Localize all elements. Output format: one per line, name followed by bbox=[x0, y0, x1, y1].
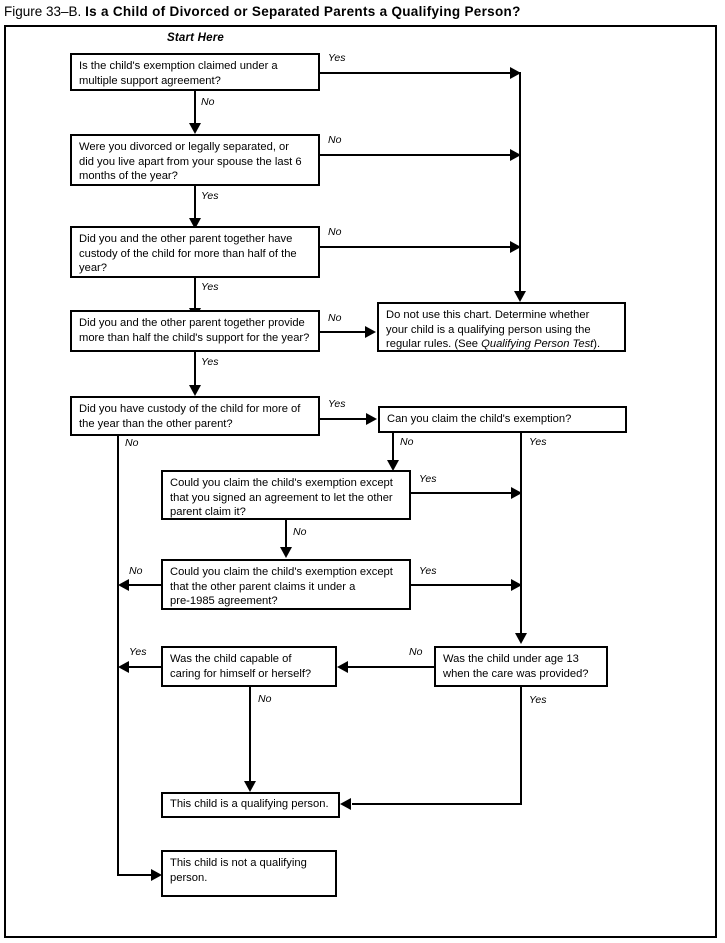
edge-label-yes-4: Yes bbox=[200, 356, 220, 368]
edge-label-no-8: No bbox=[128, 565, 144, 577]
edge-label-no-7: No bbox=[292, 526, 308, 538]
start-here-label: Start Here bbox=[167, 32, 224, 44]
edge-multiple-support-yes-h bbox=[320, 72, 512, 74]
arrowhead-divorced-no bbox=[510, 149, 521, 161]
arrowhead-signed-agreement-yes bbox=[511, 487, 522, 499]
edge-label-yes-7: Yes bbox=[418, 473, 438, 485]
edge-capable-no-v bbox=[249, 687, 251, 784]
arrowhead-age-13-no bbox=[337, 661, 348, 673]
node-can-claim-exemption-text: Can you claim the child's exemption? bbox=[387, 413, 572, 425]
arrowhead-pre-1985-no bbox=[118, 579, 129, 591]
edge-label-no-5: No bbox=[124, 437, 140, 449]
node-capable-of-caring: Was the child capable of caring for hims… bbox=[161, 646, 337, 687]
edge-label-yes-1: Yes bbox=[327, 52, 347, 64]
figure-number: Figure 33–B. bbox=[4, 4, 82, 19]
left-rail-to-not-qualifying-h bbox=[117, 874, 153, 876]
edge-pre-1985-no-h bbox=[128, 584, 161, 586]
edge-divorced-yes-v bbox=[194, 186, 196, 220]
arrowhead-multiple-support-yes bbox=[510, 67, 521, 79]
arrowhead-age-13-top bbox=[515, 633, 527, 644]
edge-label-yes-10: Yes bbox=[528, 694, 548, 706]
node-under-age-13: Was the child under age 13 when the care… bbox=[434, 646, 608, 687]
node-pre-1985-agreement: Could you claim the child's exemption ex… bbox=[161, 559, 411, 610]
edge-label-no-3: No bbox=[327, 226, 343, 238]
arrowhead-pre-1985-yes bbox=[511, 579, 522, 591]
edge-capable-yes-h bbox=[128, 666, 161, 668]
edge-joint-custody-no-h bbox=[320, 246, 512, 248]
edge-label-yes-3: Yes bbox=[200, 281, 220, 293]
node-more-custody: Did you have custody of the child for mo… bbox=[70, 396, 320, 436]
arrowhead-not-qualifying bbox=[151, 869, 162, 881]
edge-label-yes-9: Yes bbox=[128, 646, 148, 658]
node-do-not-use-line1: Do not use this chart. Determine whether bbox=[386, 309, 590, 321]
node-do-not-use-line2: your child is a qualifying person using … bbox=[386, 323, 591, 336]
node-is-qualifying-person-text: This child is a qualifying person. bbox=[170, 798, 329, 810]
do-not-use-test-ref: Qualifying Person Test bbox=[481, 338, 594, 350]
edge-age-13-yes-v bbox=[520, 687, 522, 805]
edge-joint-custody-yes-v bbox=[194, 278, 196, 310]
node-divorced-separated: Were you divorced or legally separated, … bbox=[70, 134, 320, 186]
node-is-qualifying-person: This child is a qualifying person. bbox=[161, 792, 340, 818]
edge-signed-agreement-no-v bbox=[285, 520, 287, 550]
arrowhead-divorced-yes bbox=[189, 218, 201, 229]
edge-label-yes-5: Yes bbox=[327, 398, 347, 410]
edge-label-yes-2: Yes bbox=[200, 190, 220, 202]
arrowhead-capable-no bbox=[244, 781, 256, 792]
node-joint-custody: Did you and the other parent together ha… bbox=[70, 226, 320, 278]
node-do-not-use-line3: regular rules. (See Qualifying Person Te… bbox=[386, 337, 618, 352]
arrowhead-joint-custody-no bbox=[510, 241, 521, 253]
node-signed-agreement: Could you claim the child's exemption ex… bbox=[161, 470, 411, 520]
edge-label-no-1: No bbox=[200, 96, 216, 108]
node-do-not-use-chart: Do not use this chart. Determine whether… bbox=[377, 302, 626, 352]
edge-multiple-support-no-v bbox=[194, 91, 196, 125]
arrowhead-more-custody-yes bbox=[366, 413, 377, 425]
node-under-age-13-text: Was the child under age 13 when the care… bbox=[443, 653, 589, 680]
arrowhead-capable-yes bbox=[118, 661, 129, 673]
figure-caption: Figure 33–B. Is a Child of Divorced or S… bbox=[4, 3, 719, 23]
node-divorced-separated-text: Were you divorced or legally separated, … bbox=[79, 141, 302, 182]
arrowhead-do-not-use-top bbox=[514, 291, 526, 302]
edge-label-no-10: No bbox=[408, 646, 424, 658]
arrowhead-multiple-support-no bbox=[189, 123, 201, 134]
arrowhead-joint-support-yes bbox=[189, 385, 201, 396]
node-capable-of-caring-text: Was the child capable of caring for hims… bbox=[170, 653, 312, 680]
edge-pre-1985-yes-h bbox=[411, 584, 513, 586]
node-signed-agreement-text: Could you claim the child's exemption ex… bbox=[170, 477, 393, 518]
edge-age-13-yes-h bbox=[352, 803, 522, 805]
edge-label-no-9: No bbox=[257, 693, 273, 705]
do-not-use-regular-rules: regular rules. (See bbox=[386, 338, 482, 350]
edge-label-no-2: No bbox=[327, 134, 343, 146]
edge-joint-support-no-h bbox=[320, 331, 367, 333]
node-joint-custody-text: Did you and the other parent together ha… bbox=[79, 233, 297, 274]
arrowhead-can-claim-no bbox=[387, 460, 399, 471]
do-not-use-closing: ). bbox=[593, 338, 601, 350]
node-not-qualifying-person: This child is not a qualifying person. bbox=[161, 850, 337, 897]
edge-more-custody-yes-h bbox=[320, 418, 368, 420]
edge-can-claim-no-v bbox=[392, 433, 394, 465]
node-can-claim-exemption: Can you claim the child's exemption? bbox=[378, 406, 627, 433]
collector-line-age-13 bbox=[520, 433, 522, 636]
arrowhead-age-13-yes bbox=[340, 798, 351, 810]
edge-label-yes-6: Yes bbox=[528, 436, 548, 448]
arrowhead-signed-agreement-no bbox=[280, 547, 292, 558]
collector-line-do-not-use bbox=[519, 72, 521, 294]
figure-title: Is a Child of Divorced or Separated Pare… bbox=[85, 4, 521, 19]
node-joint-support-text: Did you and the other parent together pr… bbox=[79, 317, 310, 344]
edge-label-yes-8: Yes bbox=[418, 565, 438, 577]
edge-label-no-4: No bbox=[327, 312, 343, 324]
node-pre-1985-agreement-text: Could you claim the child's exemption ex… bbox=[170, 566, 393, 607]
node-multiple-support-text: Is the child's exemption claimed under a… bbox=[79, 60, 278, 87]
node-joint-support: Did you and the other parent together pr… bbox=[70, 310, 320, 352]
edge-signed-agreement-yes-h bbox=[411, 492, 513, 494]
node-multiple-support: Is the child's exemption claimed under a… bbox=[70, 53, 320, 91]
edge-divorced-no-h bbox=[320, 154, 512, 156]
node-more-custody-text: Did you have custody of the child for mo… bbox=[79, 403, 301, 430]
edge-joint-support-yes-v bbox=[194, 352, 196, 387]
left-rail-line bbox=[117, 436, 119, 876]
edge-age-13-no-h bbox=[348, 666, 434, 668]
edge-label-no-6: No bbox=[399, 436, 415, 448]
arrowhead-joint-support-no bbox=[365, 326, 376, 338]
node-not-qualifying-person-text: This child is not a qualifying person. bbox=[170, 857, 307, 884]
